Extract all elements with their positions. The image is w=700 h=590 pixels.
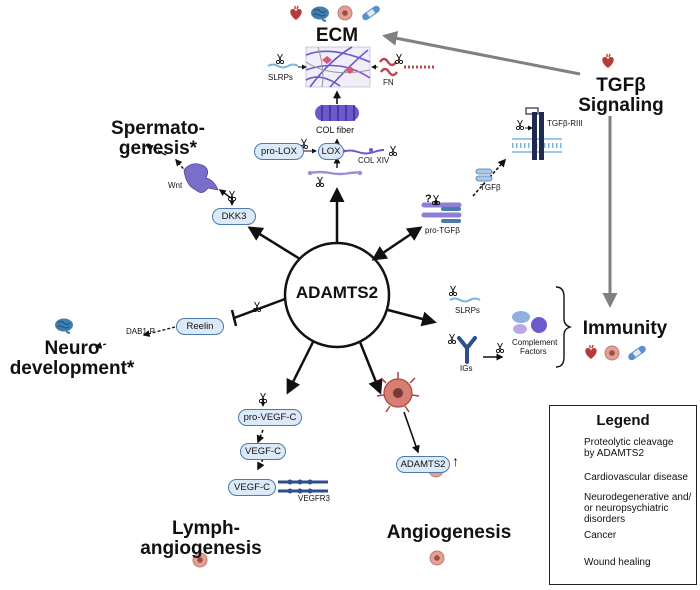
tgfb-title-line1: TGFβ [596,75,646,96]
tgfb-molecule [475,168,493,182]
arrow-to-immunity [387,308,437,327]
arrow-to-dkk3 [247,226,301,261]
igs-label: IGs [460,364,473,373]
brain-icon [54,317,74,334]
brain-icon [310,5,330,22]
vegfr3-label: VEGFR3 [298,494,331,503]
pro-lox-pill: pro-LOX [254,143,304,160]
slrps-immunity-label: SLRPs [455,306,480,315]
vegfc-pill: VEGF-C [240,443,286,460]
adamts2-label: ADAMTS2 [295,283,379,302]
col-xiv-strand [341,149,385,155]
bandage-icon [360,4,382,22]
vegfr3-receptor [278,479,328,494]
slrps-imm-strand [449,297,481,303]
tgfb-title-line2: Signaling [578,95,664,116]
upregulation-arrow: ↑ [452,453,459,469]
question-mark: ? [425,193,432,205]
fn-icon [379,57,398,77]
cancer-cell-icon [337,5,353,21]
pro-tgfb-molecule [421,202,462,223]
scissors-icon [388,145,398,157]
tumor-cell-illustration [376,372,420,413]
col-xiv-label: COL XIV [358,156,390,165]
cancer-cell-icon [604,345,620,361]
legend-wound-label: Wound healing [584,557,651,568]
spermato-title-line2: genesis* [118,138,198,159]
pro-vegfc-pill: pro-VEGF-C [238,409,302,426]
neuro-title-line1: Neuro [44,338,100,359]
heart-icon [601,53,615,69]
scissors-icon [394,53,404,65]
scissors-icon [447,333,457,345]
complement-label-line1: Complement [512,338,558,347]
legend-cardio-label: Cardiovascular disease [584,472,688,483]
scissors-icon [315,176,325,188]
col-fiber-label: COL fiber [316,125,355,135]
arrow-to-pro-tgfb [371,226,423,261]
slrps-ecm-strand [267,63,299,69]
scissors-icon [275,53,285,65]
bandage-icon [626,344,648,362]
legend-box: Legend Proteolytic cleavage by ADAMTS2 C… [549,405,697,585]
lymph-title-line2: angiogenesis [140,538,262,559]
reelin-pill: Reelin [176,318,224,335]
wnt-label: Wnt [168,181,183,190]
cancer-cell-icon [429,550,445,566]
vegfc-bound-pill: VEGF-C [228,479,276,496]
arrow-to-lymph [286,341,315,395]
scissors-icon [448,285,458,297]
legend-title: Legend [596,412,650,429]
tgfb-riii-label: TGFβ-RIII [547,119,583,128]
ecm-title: ECM [315,25,359,46]
complement-label-line2: Factors [520,347,547,356]
immunity-bracket [555,286,573,368]
tgfb-riii-receptor [525,107,544,160]
lox-pill: LOX [318,143,344,160]
scissors-icon [515,119,525,131]
legend-cancer-label: Cancer [584,530,617,541]
pro-tgfb-label: pro-TGFβ [425,226,460,235]
legend-cleavage-label: Proteolytic cleavage by ADAMTS2 [584,437,674,459]
tgfb-to-ecm-arrow [382,30,581,76]
tgfb-label: TGFβ [480,183,501,192]
ecm-mesh-illustration [305,46,371,88]
wnt-protein-icon [183,163,219,193]
immunity-title: Immunity [582,318,668,339]
heart-icon [584,344,598,360]
procollagen-strand [309,170,363,176]
lymph-title-line1: Lymph- [172,518,240,539]
col-fiber-illustration [315,105,359,121]
slrps-ecm-label: SLRPs [268,73,293,82]
heart-icon [289,5,303,21]
complement-factors-icon [512,311,547,334]
legend-neuro-label: Neurodegenerative and/ or neuropsychiatr… [584,492,692,525]
dab1p-label: DAB1-P [126,327,155,336]
ig-antibody-icon [457,336,477,364]
adamts2-angio-pill: ADAMTS2 [396,456,450,473]
fn-label: FN [383,78,394,87]
neuro-title-line2: development* [9,358,135,379]
inhibit-bar [230,309,238,327]
angiogenesis-title: Angiogenesis [386,522,512,543]
spermato-title-line1: Spermato- [111,118,205,139]
dkk3-pill: DKK3 [212,208,256,225]
scissors-icon [495,342,505,354]
arrow-to-angio [358,341,383,395]
